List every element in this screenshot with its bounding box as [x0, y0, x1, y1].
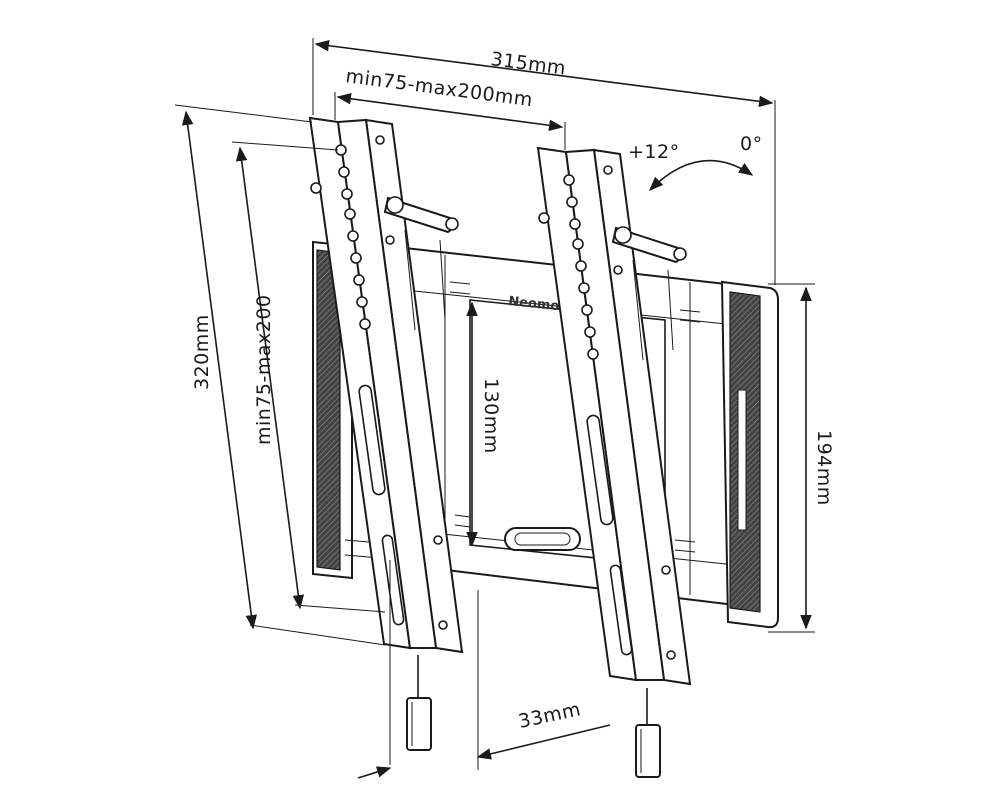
label-wall-plate-height: 194mm: [813, 430, 835, 506]
label-inner-height: 130mm: [480, 378, 502, 454]
right-spacer-pad: [720, 280, 779, 629]
dim-wall-plate-height: 194mm: [768, 283, 835, 633]
label-wall-distance: 33mm: [516, 698, 582, 733]
label-vesa-vertical: min75-max200: [253, 294, 275, 445]
label-tilt-min: 0°: [740, 133, 763, 155]
left-bracket-arm: [308, 116, 464, 751]
left-tilt-lever[interactable]: [383, 196, 459, 331]
right-tilt-lever[interactable]: [611, 226, 687, 361]
brand-label: Neomo: [508, 294, 560, 314]
label-overall-width: 315mm: [489, 48, 567, 80]
tilt-indicator: +12° 0°: [628, 133, 763, 192]
right-pull-cord[interactable]: [635, 688, 661, 778]
right-bracket-arm: [536, 146, 692, 778]
right-arm-holes: [563, 165, 676, 660]
dim-inner-height: 130mm: [466, 301, 502, 547]
label-overall-height: 320mm: [191, 314, 213, 390]
left-arm-holes: [335, 135, 448, 630]
center-slot: [504, 527, 581, 551]
label-tilt-max: +12°: [628, 141, 680, 163]
left-pull-cord[interactable]: [406, 655, 432, 751]
dim-vesa-vertical: min75-max200: [231, 141, 386, 613]
